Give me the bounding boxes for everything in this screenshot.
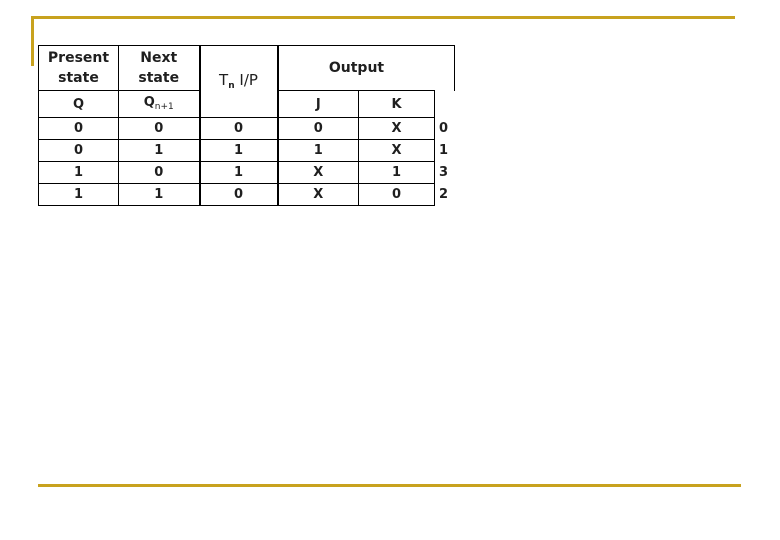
- bottom-decorative-rule: [38, 484, 741, 487]
- cell-t: 1: [199, 139, 279, 162]
- left-decorative-rule: [31, 16, 34, 66]
- cell-index: 2: [439, 187, 449, 202]
- subheader-qn1: Qn+1: [118, 90, 201, 118]
- cell-index: 1: [439, 143, 449, 158]
- cell-qn1: 0: [118, 117, 201, 140]
- table-row: 0 1 1 1 X 1: [38, 139, 455, 162]
- subheader-blank: [434, 90, 455, 118]
- cell-qn1: 1: [118, 183, 201, 206]
- header-blank: [434, 45, 455, 91]
- cell-t: 0: [199, 183, 279, 206]
- cell-j: X: [277, 161, 359, 184]
- subheader-q: Q: [38, 90, 119, 118]
- cell-k: X: [358, 139, 435, 162]
- subheader-j: J: [277, 90, 359, 118]
- header-present-state: Present state: [38, 45, 119, 91]
- header-next-state: Next state: [118, 45, 201, 91]
- truth-table: Present state Next state Tn I/P Output Q…: [38, 45, 455, 206]
- header-input: Tn I/P: [199, 45, 279, 118]
- table-row: 0 0 0 0 X 0: [38, 117, 455, 140]
- cell-q: 1: [38, 161, 119, 184]
- cell-j: X: [277, 183, 359, 206]
- cell-qn1: 0: [118, 161, 201, 184]
- cell-k: X: [358, 117, 435, 140]
- cell-j: 0: [277, 117, 359, 140]
- header-output: Output: [277, 45, 435, 91]
- cell-t: 0: [199, 117, 279, 140]
- top-decorative-rule: [31, 16, 735, 19]
- cell-k: 0: [358, 183, 435, 206]
- cell-index: 0: [439, 121, 449, 136]
- subheader-k: K: [358, 90, 435, 118]
- cell-j: 1: [277, 139, 359, 162]
- cell-index: 3: [439, 165, 449, 180]
- table-row: 1 1 0 X 0 2: [38, 183, 455, 206]
- cell-q: 0: [38, 139, 119, 162]
- cell-t: 1: [199, 161, 279, 184]
- table-row: 1 0 1 X 1 3: [38, 161, 455, 184]
- cell-q: 1: [38, 183, 119, 206]
- cell-qn1: 1: [118, 139, 201, 162]
- cell-q: 0: [38, 117, 119, 140]
- cell-k: 1: [358, 161, 435, 184]
